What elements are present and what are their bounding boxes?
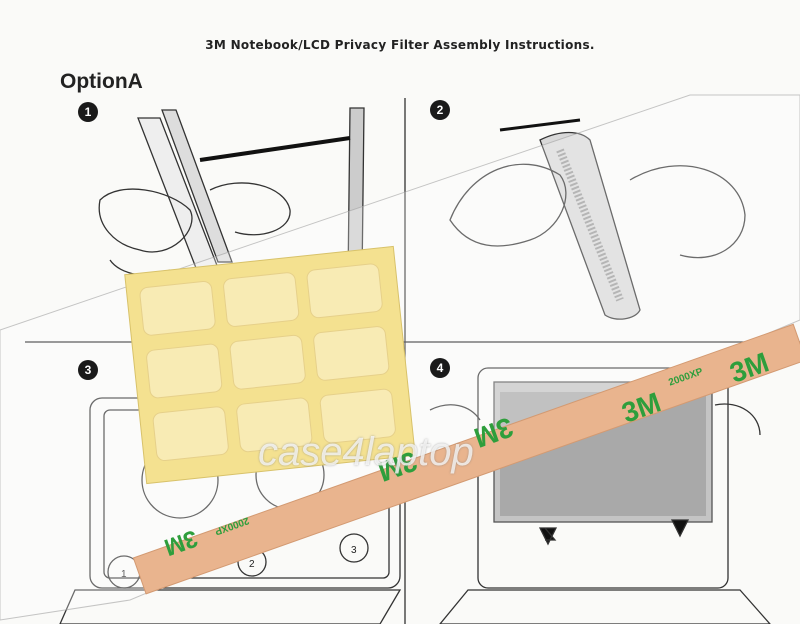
sheet-title: 3M Notebook/LCD Privacy Filter Assembly … — [205, 38, 595, 52]
callout-2: 2 — [249, 559, 255, 570]
option-label: OptionA — [60, 70, 143, 93]
watermark: case4laptop — [258, 430, 474, 474]
callout-1: 1 — [121, 569, 127, 580]
callout-3: 3 — [351, 545, 357, 556]
panel-1-drawing — [98, 107, 365, 281]
step-3-marker: 3 — [78, 360, 98, 380]
step-1-marker: 1 — [78, 102, 98, 122]
step-2-marker: 2 — [430, 100, 450, 120]
step-4-marker: 4 — [430, 358, 450, 378]
adhesive-tab-sheet — [124, 245, 416, 485]
panel-2-drawing — [449, 118, 746, 320]
